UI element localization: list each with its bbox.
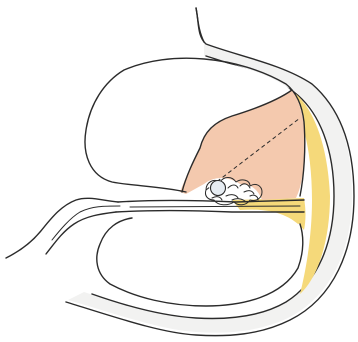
top-stalk <box>196 8 204 42</box>
